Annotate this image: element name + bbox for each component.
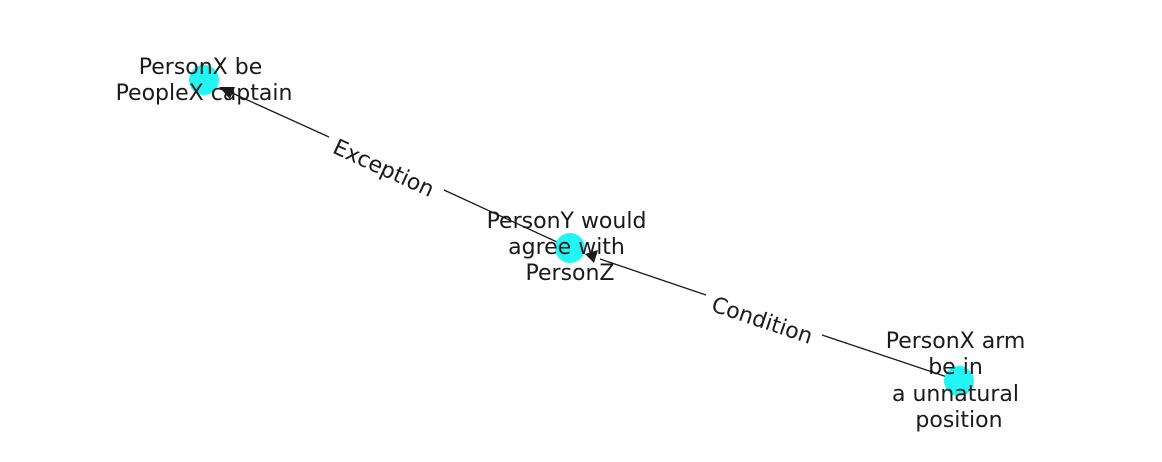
- node-personx-arm-be-in-a-unnatural-position: PersonX arm be in a unnatural position: [886, 329, 1033, 433]
- edge-condition-arrowhead: [585, 250, 598, 263]
- node-label: PersonY would agree with PersonZ: [487, 209, 654, 286]
- node-label-line: PersonX arm: [886, 329, 1026, 354]
- node-label-line: PersonX be: [139, 55, 263, 80]
- edge-exception-line-b: [231, 92, 330, 138]
- node-persony-would-agree-with-personz: PersonY would agree with PersonZ: [487, 209, 654, 286]
- edge-condition-line-b: [599, 258, 707, 296]
- node-label-line: PeopleX captain: [116, 81, 293, 106]
- edge-exception-label: Exception: [329, 135, 438, 203]
- edge-exception-arrowhead: [219, 87, 235, 99]
- node-label-line: position: [915, 408, 1002, 433]
- node-label: PersonX arm be in a unnatural position: [886, 329, 1033, 433]
- node-label-line: agree with: [508, 235, 625, 260]
- edge-condition-line-a: [821, 334, 960, 382]
- edge-condition-label: Condition: [708, 293, 815, 350]
- node-label-line: a unnatural: [892, 382, 1019, 407]
- node-circle: [555, 233, 585, 263]
- edge-condition: Condition: [585, 250, 960, 382]
- node-personx-be-peoplex-captain: PersonX be PeopleX captain: [116, 55, 293, 106]
- node-label-line: PersonZ: [526, 261, 615, 286]
- node-label-line: PersonY would: [487, 209, 647, 234]
- node-circle: [189, 65, 219, 95]
- node-label: PersonX be PeopleX captain: [116, 55, 293, 106]
- edge-exception-line-a: [443, 189, 571, 249]
- node-circle: [944, 366, 974, 396]
- node-label-line: be in: [928, 355, 983, 380]
